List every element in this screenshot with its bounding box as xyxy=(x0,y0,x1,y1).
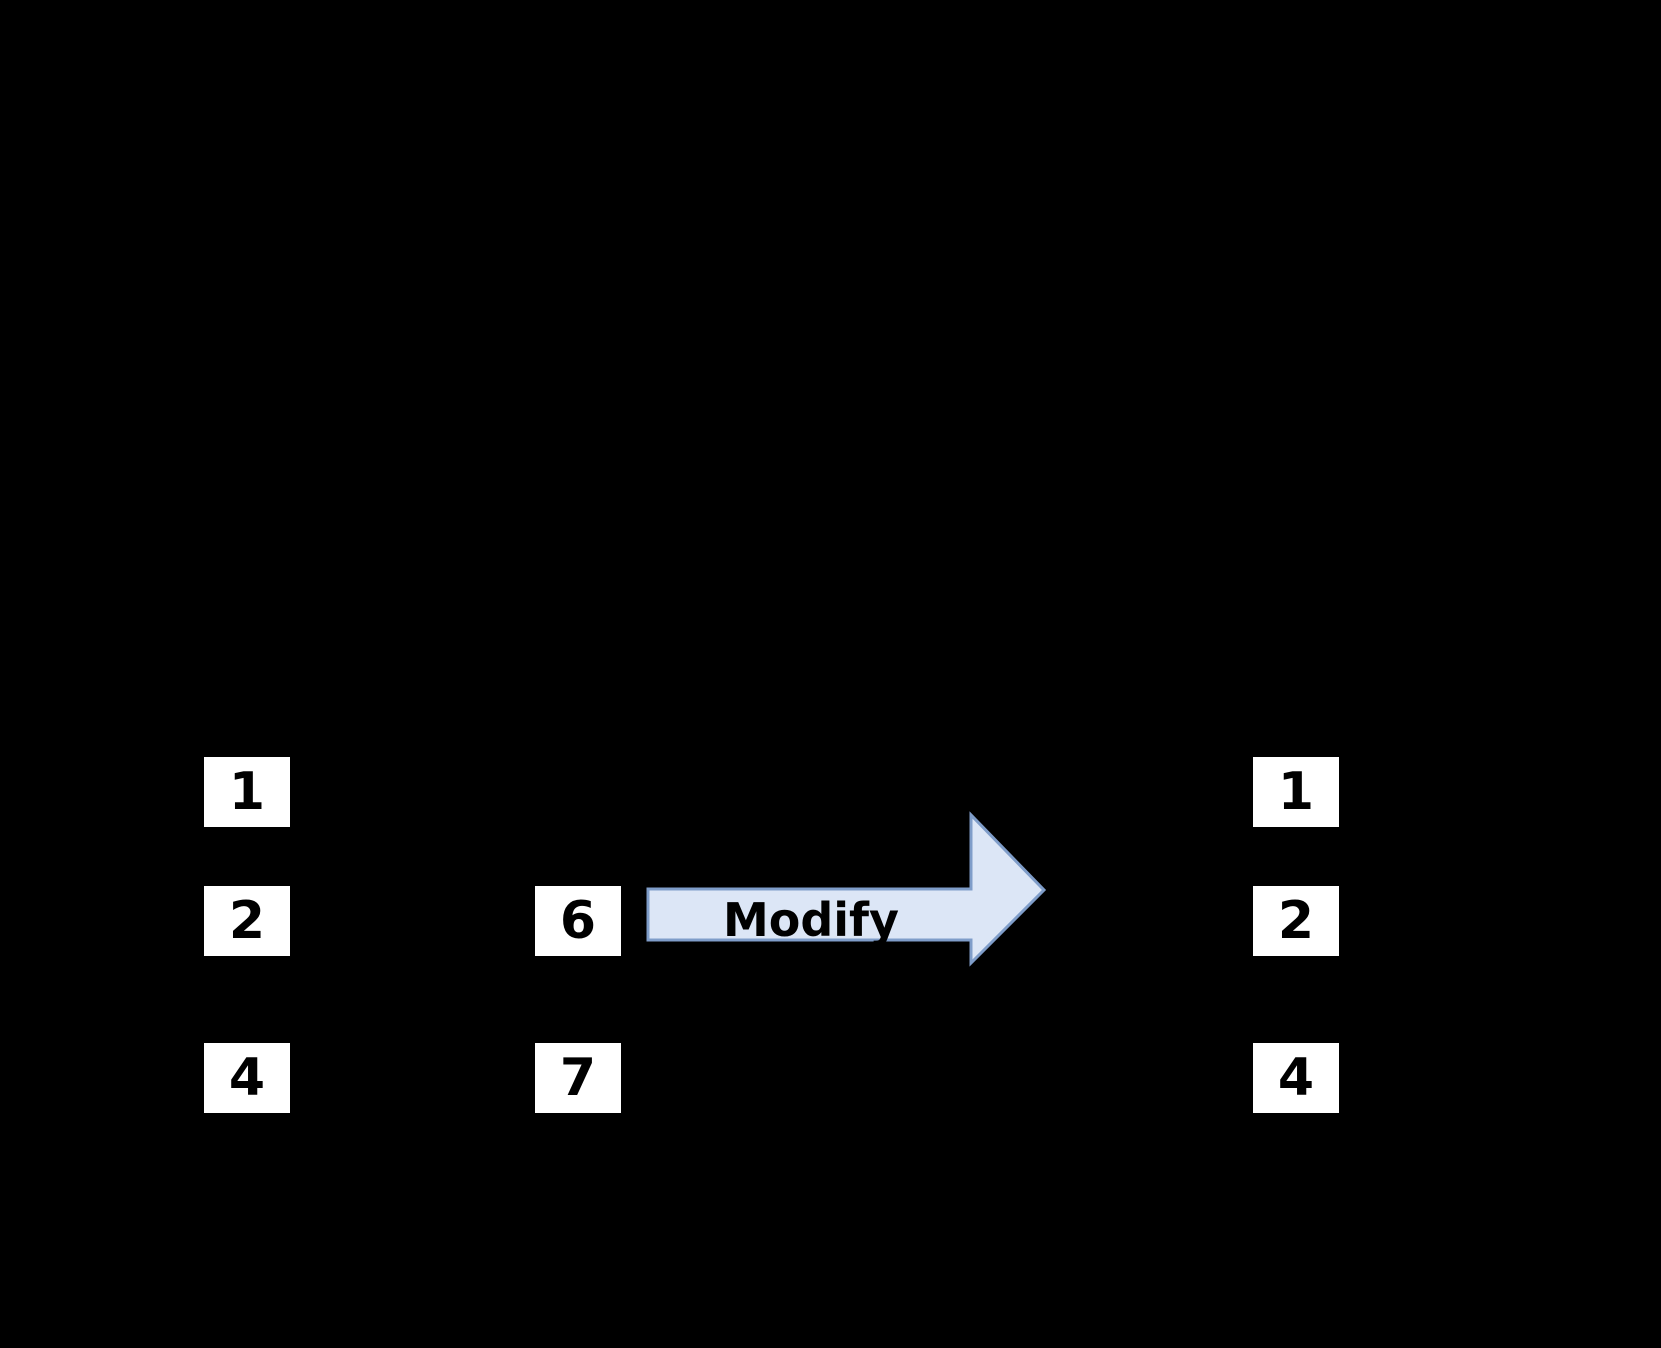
middle-box-row3[interactable]: 7 xyxy=(535,1043,621,1113)
middle-box-row2[interactable]: 6 xyxy=(535,886,621,956)
output-box-row3[interactable]: 4 xyxy=(1253,1043,1339,1113)
input-box-row1[interactable]: 1 xyxy=(204,757,290,827)
output-box-row2[interactable]: 2 xyxy=(1253,886,1339,956)
input-box-row2[interactable]: 2 xyxy=(204,886,290,956)
right-arrow-icon xyxy=(646,811,1047,967)
output-box-row1[interactable]: 1 xyxy=(1253,757,1339,827)
input-box-row3[interactable]: 4 xyxy=(204,1043,290,1113)
modify-arrow[interactable]: Modify xyxy=(646,811,1047,967)
